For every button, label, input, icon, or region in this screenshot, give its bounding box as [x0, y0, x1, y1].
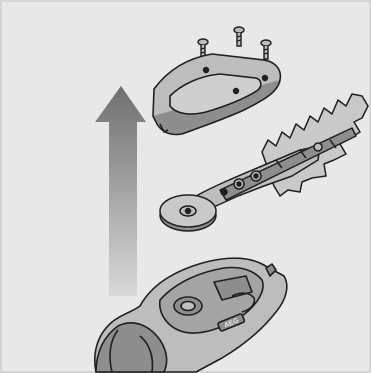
- assembly-illustration: AEG: [0, 0, 371, 373]
- blade-removal-diagram: AEG: [0, 0, 371, 373]
